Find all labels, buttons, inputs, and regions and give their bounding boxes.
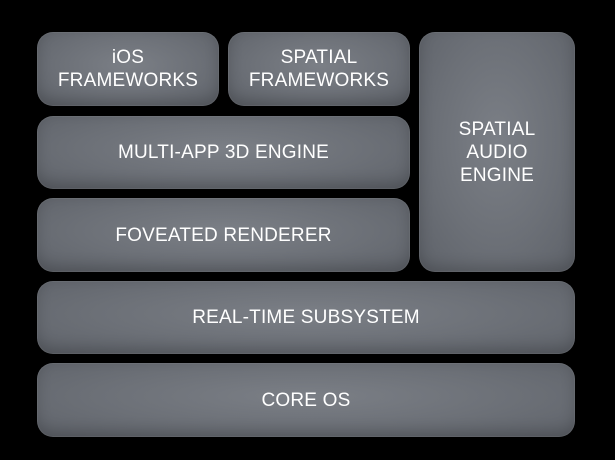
spatial-frameworks-label: SPATIAL FRAMEWORKS xyxy=(248,47,390,91)
core-os-label: CORE OS xyxy=(261,389,351,411)
real-time-subsystem-block: REAL-TIME SUBSYSTEM xyxy=(37,281,575,354)
core-os-block: CORE OS xyxy=(37,363,575,437)
foveated-renderer-block: FOVEATED RENDERER xyxy=(37,198,410,272)
spatial-frameworks-block: SPATIAL FRAMEWORKS xyxy=(228,32,410,106)
ios-frameworks-label: iOS FRAMEWORKS xyxy=(57,47,199,91)
multi-app-3d-engine-label: MULTI-APP 3D ENGINE xyxy=(117,142,330,163)
ios-frameworks-block: iOS FRAMEWORKS xyxy=(37,32,219,106)
foveated-renderer-label: FOVEATED RENDERER xyxy=(115,224,332,246)
spatial-audio-engine-label: SPATIAL AUDIO ENGINE xyxy=(458,118,536,186)
multi-app-3d-engine-block: MULTI-APP 3D ENGINE xyxy=(37,116,410,189)
real-time-subsystem-label: REAL-TIME SUBSYSTEM xyxy=(192,307,420,328)
spatial-audio-engine-block: SPATIAL AUDIO ENGINE xyxy=(419,32,575,272)
